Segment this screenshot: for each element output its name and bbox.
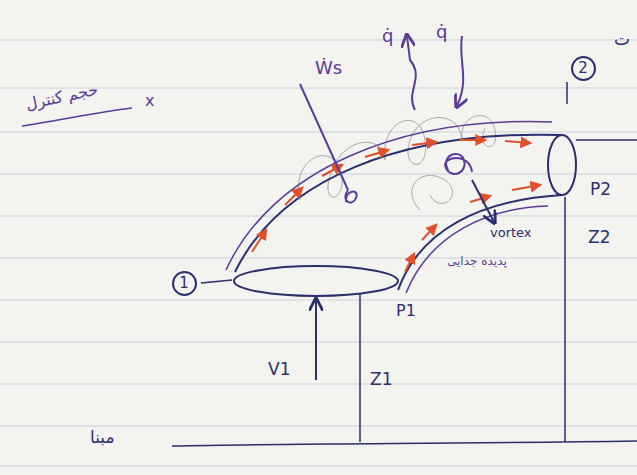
control-volume-boundary (226, 122, 552, 293)
section-circle: 2 (571, 56, 596, 81)
shaft-work-symbol (300, 84, 357, 203)
separation-scribbles (298, 116, 495, 210)
inlet-velocity-arrow (316, 300, 317, 380)
separation-note: پدیده جدایی (447, 255, 507, 268)
velocity-label: V1 (268, 360, 290, 379)
heat-arrows (407, 36, 463, 110)
vortex-symbol (445, 154, 494, 222)
datum-label: مبنا (90, 428, 115, 447)
section-number: 2 (578, 61, 588, 76)
control-volume-note: حجم کنترل (24, 81, 100, 114)
flow-streamlines (252, 140, 540, 272)
cross-mark: x (145, 92, 154, 110)
shaft-work-label: Ẇs (315, 58, 342, 78)
heat-label: q̇ (436, 22, 447, 42)
ruled-lines (0, 40, 637, 466)
section-number: 1 (179, 276, 189, 291)
pressure-label: P1 (396, 302, 416, 320)
vortex-label: vortex (490, 226, 532, 240)
height-label: Z1 (370, 370, 392, 389)
datum-and-heights (172, 82, 637, 446)
cut-off-text: ت (614, 30, 630, 49)
pressure-label: P2 (590, 180, 611, 199)
heat-label: q̇ (382, 26, 393, 46)
pipe-outline (234, 135, 576, 296)
height-label: Z2 (588, 228, 610, 247)
section-circle: 1 (172, 271, 197, 296)
